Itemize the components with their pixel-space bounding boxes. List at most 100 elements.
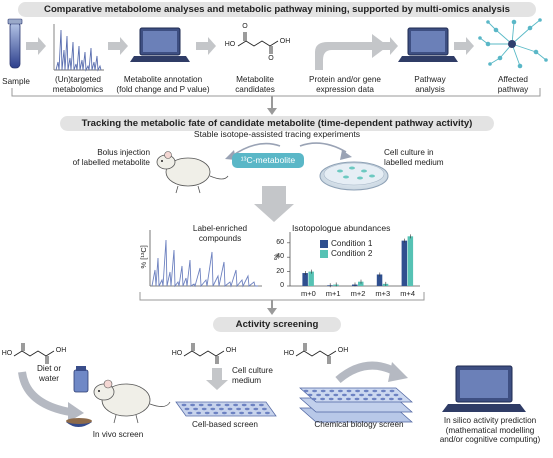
stacked-well-dot bbox=[389, 397, 394, 401]
stacked-well-dot bbox=[380, 397, 386, 401]
top-bracket bbox=[11, 88, 541, 97]
bottom-molecule-3-icon bbox=[295, 343, 337, 364]
well-dot bbox=[201, 407, 207, 411]
stacked-well-dot bbox=[333, 393, 339, 397]
in-vivo-mouse-icon bbox=[93, 379, 171, 424]
well-dot bbox=[262, 407, 267, 411]
chemical-arrow bbox=[388, 362, 408, 382]
well-dot bbox=[196, 411, 202, 415]
atom-oh-b1: OH bbox=[55, 347, 67, 354]
atom-o-top-1: O bbox=[242, 23, 248, 30]
bottom-molecule-1-icon bbox=[13, 343, 55, 364]
iso-chart-title: Isotopologue abundances bbox=[292, 223, 391, 233]
stacked-well-dot bbox=[393, 393, 399, 397]
iso-ytick-label: 40 bbox=[276, 253, 284, 261]
stacked-well-dot bbox=[363, 397, 368, 401]
enriched-y-axis-label: % [¹³C] bbox=[139, 245, 149, 269]
label-chemical: Chemical biology screen bbox=[314, 420, 404, 429]
well-plate-icon bbox=[175, 401, 277, 417]
stacked-well-dot bbox=[371, 397, 377, 401]
label-affected: Affected pathway bbox=[488, 75, 538, 94]
label-annotation-line2: (fold change and P value) bbox=[116, 84, 210, 94]
stacked-well-dot bbox=[389, 389, 395, 393]
label-candidates-line2: candidates bbox=[235, 84, 275, 94]
label-affected-line1: Affected bbox=[498, 75, 528, 84]
atom-oh-top: OH bbox=[279, 38, 291, 45]
label-in-silico-line2: (mathematical modelling bbox=[445, 425, 535, 435]
pipeline-arrows bbox=[26, 37, 474, 55]
atom-o-top-2: O bbox=[268, 55, 274, 62]
label-diet-line1: Diet or bbox=[36, 364, 62, 373]
well-dot bbox=[250, 403, 256, 407]
iso-ytick-label: 0 bbox=[280, 282, 284, 289]
label-diet-line2: water bbox=[38, 373, 60, 383]
iso-ytick-label: 60 bbox=[276, 238, 284, 246]
label-expression-line2: expression data bbox=[316, 84, 374, 94]
label-candidates: Metabolite candidates bbox=[226, 75, 284, 94]
well-dot bbox=[219, 407, 224, 411]
tracing-down-arrow bbox=[254, 186, 294, 222]
label-cell-based: Cell-based screen bbox=[192, 420, 258, 429]
stacked-well-dot bbox=[354, 397, 360, 401]
well-dot bbox=[184, 407, 190, 411]
atom-ho-top: HO bbox=[224, 41, 236, 48]
iso-bar bbox=[407, 236, 414, 286]
stacked-well-dot bbox=[328, 397, 334, 401]
stacked-well-dot bbox=[376, 393, 382, 397]
merge-arrow bbox=[315, 34, 388, 70]
well-dot bbox=[213, 411, 219, 415]
well-dot bbox=[244, 407, 250, 411]
stacked-well-dot bbox=[311, 397, 317, 401]
label-affected-line2: pathway bbox=[497, 84, 529, 94]
well-dot bbox=[253, 407, 259, 411]
stacked-well-dot bbox=[312, 389, 317, 393]
stacked-well-dot bbox=[359, 393, 364, 397]
cell-based-arrow bbox=[206, 368, 228, 390]
well-dot bbox=[216, 403, 221, 407]
label-culture-line2: labelled medium bbox=[384, 157, 444, 167]
label-bolus: Bolus injection of labelled metabolite bbox=[66, 148, 150, 167]
atom-ho-b1: HO bbox=[1, 350, 13, 357]
stacked-well-dot bbox=[303, 389, 309, 393]
stacked-well-dot bbox=[355, 389, 360, 393]
well-dot bbox=[193, 407, 199, 411]
petri-dish-icon bbox=[319, 161, 389, 191]
iso-xtick-label: m+4 bbox=[400, 289, 415, 298]
label-in-vivo: In vivo screen bbox=[92, 430, 144, 439]
food-bowl-icon bbox=[66, 418, 92, 427]
well-dot bbox=[259, 403, 264, 407]
iso-bar bbox=[376, 274, 383, 286]
stacked-well-dot bbox=[372, 389, 378, 393]
label-culture-medium: Cell culture medium bbox=[232, 366, 292, 385]
isotopologue-chart bbox=[287, 232, 420, 288]
pathway-laptop-icon bbox=[398, 27, 458, 62]
stacked-well-dot bbox=[397, 397, 403, 401]
label-enriched: Label-enriched compounds bbox=[180, 224, 260, 243]
stacked-well-dot bbox=[346, 389, 352, 393]
affected-pathway-network-icon bbox=[478, 18, 548, 69]
label-in-silico-line3: and/or cognitive computing) bbox=[439, 435, 541, 445]
legend-label-condition-2: Condition 2 bbox=[331, 249, 373, 258]
stacked-well-dot bbox=[324, 393, 330, 397]
well-dot bbox=[241, 403, 247, 407]
iso-bar bbox=[401, 240, 408, 286]
stacked-well-dot bbox=[381, 389, 386, 393]
label-in-silico: In silico activity prediction (mathemati… bbox=[430, 416, 550, 445]
iso-xtick-label: m+3 bbox=[375, 289, 391, 298]
iso-bar bbox=[358, 281, 364, 286]
label-culture-line1: Cell culture in bbox=[384, 148, 434, 157]
atom-oh-b3: OH bbox=[337, 347, 349, 354]
stacked-well-dot bbox=[342, 393, 347, 397]
stacked-well-dot bbox=[350, 393, 356, 397]
iso-ytick-label: 20 bbox=[276, 267, 284, 275]
label-expression-line1: Protein and/or gene bbox=[309, 75, 381, 84]
well-dot bbox=[233, 403, 239, 407]
well-dot bbox=[204, 411, 210, 415]
middle-section-title: Tracking the metabolic fate of candidate… bbox=[60, 116, 494, 131]
label-annotation-line1: Metabolite annotation bbox=[123, 75, 203, 84]
label-culture-medium-line2: medium bbox=[232, 375, 262, 385]
label-candidates-line1: Metabolite bbox=[236, 75, 274, 84]
candidate-molecule-icon bbox=[237, 32, 279, 54]
label-pathway-analysis: Pathway analysis bbox=[400, 75, 460, 94]
